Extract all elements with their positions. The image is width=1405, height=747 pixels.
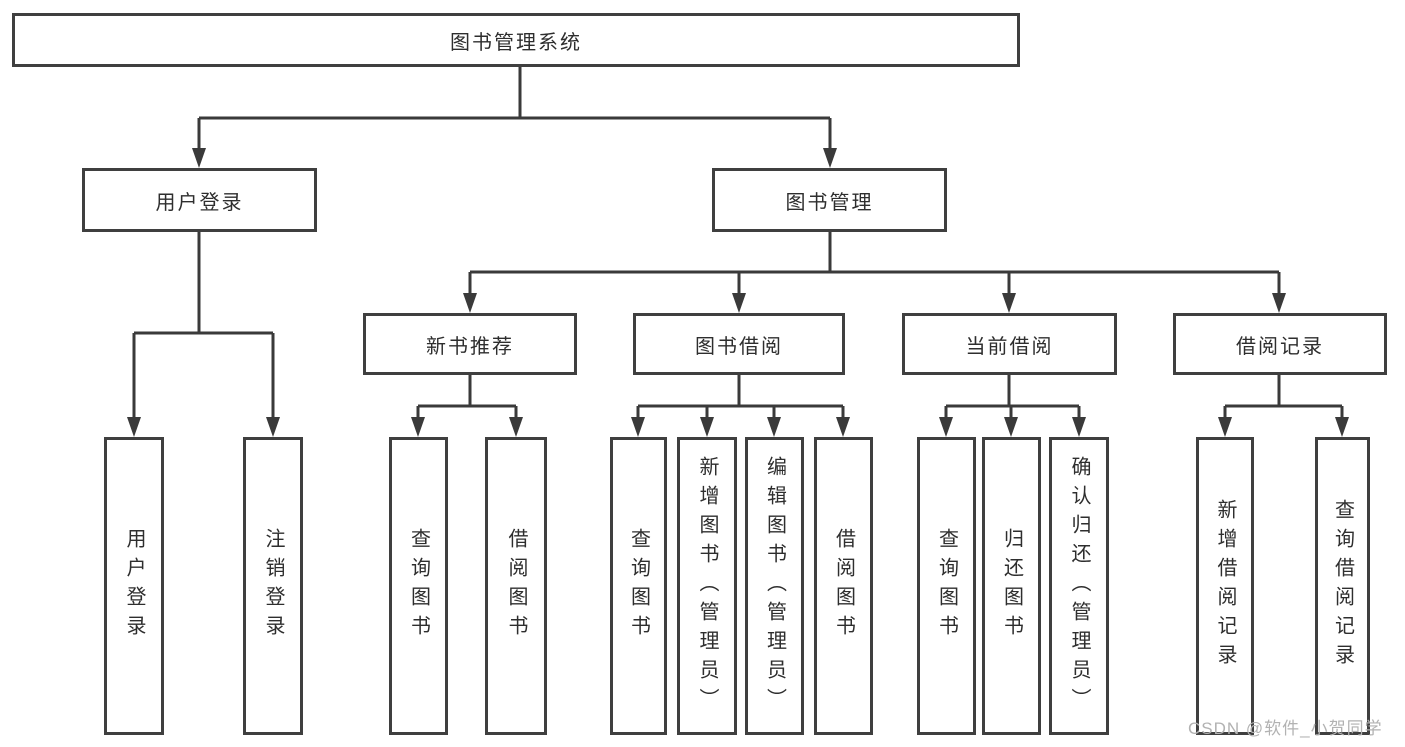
leaf-current-query-book-label: 查询图书 <box>935 528 958 644</box>
csdn-watermark: CSDN @软件_小贺同学 <box>1188 719 1383 738</box>
node-new-book-recommend-label: 新书推荐 <box>426 335 514 358</box>
leaf-recommend-query-book-label: 查询图书 <box>407 528 430 644</box>
leaf-records-add-record-label: 新增借阅记录 <box>1214 499 1236 673</box>
node-user-login-label: 用户登录 <box>155 191 244 214</box>
leaf-recommend-query-book: 查询图书 <box>389 437 448 735</box>
node-book-borrowing-label: 图书借阅 <box>695 335 783 358</box>
node-book-management: 图书管理 <box>712 168 947 232</box>
node-borrow-records: 借阅记录 <box>1173 313 1387 375</box>
leaf-records-query-record-label: 查询借阅记录 <box>1331 499 1354 673</box>
leaf-borrowing-add-book-admin: 新增图书（管理员） <box>677 437 737 735</box>
leaf-current-query-book: 查询图书 <box>917 437 976 735</box>
leaf-borrowing-edit-book-admin: 编辑图书（管理员） <box>745 437 804 735</box>
node-book-borrowing: 图书借阅 <box>633 313 845 375</box>
leaf-current-return-book-label: 归还图书 <box>1000 528 1023 644</box>
leaf-borrowing-borrow-book: 借阅图书 <box>814 437 873 735</box>
leaf-current-return-book: 归还图书 <box>982 437 1041 735</box>
node-current-borrowing-label: 当前借阅 <box>965 335 1054 358</box>
node-root-system: 图书管理系统 <box>12 13 1020 67</box>
node-book-management-label: 图书管理 <box>785 191 874 214</box>
arrowheads <box>127 148 1349 437</box>
leaf-user-login-label: 用户登录 <box>123 528 145 644</box>
leaf-logout-label: 注销登录 <box>262 528 284 644</box>
leaf-user-login: 用户登录 <box>104 437 164 735</box>
leaf-borrowing-query-book: 查询图书 <box>610 437 667 735</box>
leaf-borrowing-add-book-admin-label: 新增图书（管理员） <box>696 455 718 717</box>
leaf-borrowing-query-book-label: 查询图书 <box>627 528 650 644</box>
leaf-borrowing-borrow-book-label: 借阅图书 <box>832 528 855 644</box>
leaf-recommend-borrow-book: 借阅图书 <box>485 437 547 735</box>
leaf-logout: 注销登录 <box>243 437 303 735</box>
node-root-system-label: 图书管理系统 <box>450 31 582 54</box>
leaf-borrowing-edit-book-admin-label: 编辑图书（管理员） <box>763 455 786 717</box>
leaf-records-add-record: 新增借阅记录 <box>1196 437 1254 735</box>
leaf-current-confirm-return-admin: 确认归还（管理员） <box>1049 437 1109 735</box>
node-user-login: 用户登录 <box>82 168 317 232</box>
node-borrow-records-label: 借阅记录 <box>1236 335 1324 358</box>
leaf-current-confirm-return-admin-label: 确认归还（管理员） <box>1068 455 1090 717</box>
leaf-records-query-record: 查询借阅记录 <box>1315 437 1370 735</box>
node-current-borrowing: 当前借阅 <box>902 313 1117 375</box>
node-new-book-recommend: 新书推荐 <box>363 313 577 375</box>
leaf-recommend-borrow-book-label: 借阅图书 <box>505 528 527 644</box>
